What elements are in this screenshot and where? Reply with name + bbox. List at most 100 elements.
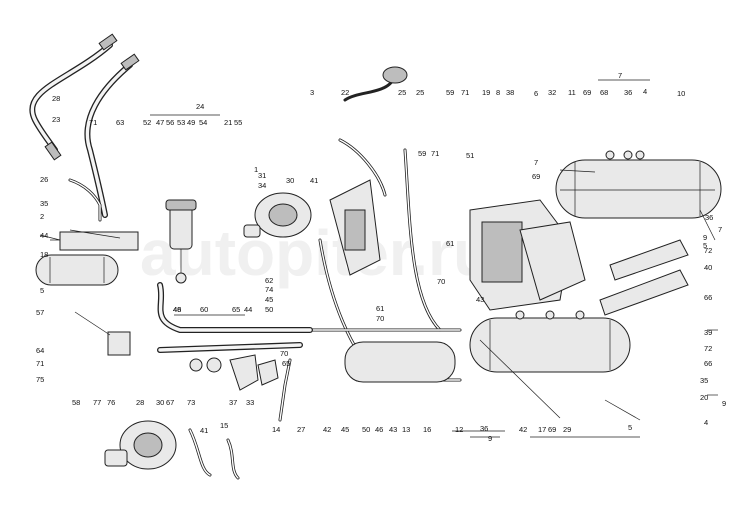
- callout-label: 38: [506, 88, 514, 97]
- callout-label: 11: [568, 88, 576, 97]
- callout-label: 15: [220, 421, 228, 430]
- callout-label: 10: [677, 89, 685, 98]
- callout-label: 26: [40, 175, 48, 184]
- callout-label: 59: [418, 149, 426, 158]
- callout-label: 50: [265, 305, 273, 314]
- callout-label: 41: [310, 176, 318, 185]
- callout-label: 2: [40, 212, 44, 221]
- callout-label: 48: [173, 305, 181, 314]
- callout-label: 22: [341, 88, 349, 97]
- callout-label: 64: [36, 346, 44, 355]
- callout-label: 45: [265, 295, 273, 304]
- callout-label: 54: [199, 118, 207, 127]
- callout-label: 28: [136, 398, 144, 407]
- callout-label: 7: [534, 158, 538, 167]
- callout-label: 7: [618, 71, 622, 80]
- callout-label: 6: [534, 89, 538, 98]
- callout-label: 69: [532, 172, 540, 181]
- callout-label: 33: [246, 398, 254, 407]
- callout-label: 29: [563, 425, 571, 434]
- callout-leader-lines: [69, 79, 718, 438]
- callout-label: 27: [297, 425, 305, 434]
- callout-label: 8: [496, 88, 500, 97]
- callout-label: 58: [72, 398, 80, 407]
- callout-label: 36: [480, 424, 488, 433]
- callout-label: 73: [187, 398, 195, 407]
- callout-label: 12: [455, 425, 463, 434]
- callout-label: 36: [624, 88, 632, 97]
- callout-label: 13: [402, 425, 410, 434]
- callout-label: 57: [36, 308, 44, 317]
- callout-label: 46: [173, 305, 181, 314]
- callout-label: 65: [232, 305, 240, 314]
- callout-label: 19: [482, 88, 490, 97]
- callout-label: 55: [234, 118, 242, 127]
- callout-label: 16: [423, 425, 431, 434]
- callout-label: 56: [166, 118, 174, 127]
- callout-label: 61: [446, 239, 454, 248]
- callout-label: 1: [254, 165, 258, 174]
- callout-label: 30: [286, 176, 294, 185]
- callout-label: 69: [548, 425, 556, 434]
- callout-label: 43: [389, 425, 397, 434]
- callout-label: 59: [446, 88, 454, 97]
- callout-label: 72: [704, 246, 712, 255]
- callout-label: 32: [548, 88, 556, 97]
- callout-label: 63: [116, 118, 124, 127]
- callout-label: 3: [310, 88, 314, 97]
- callout-label: 4: [704, 418, 708, 427]
- callout-label: 61: [376, 304, 384, 313]
- callout-label: 23: [52, 115, 60, 124]
- callout-label: 9: [488, 434, 492, 443]
- callout-label: 47: [156, 118, 164, 127]
- callout-label: 7: [718, 225, 722, 234]
- callout-label: 31: [258, 171, 266, 180]
- callout-label: 52: [143, 118, 151, 127]
- callout-label: 39: [704, 328, 712, 337]
- callout-label: 51: [466, 151, 474, 160]
- callout-label: 71: [461, 88, 469, 97]
- callout-label: 43: [476, 295, 484, 304]
- callout-label: 70: [280, 349, 288, 358]
- callout-label: 4: [643, 87, 647, 96]
- callout-label: 5: [628, 423, 632, 432]
- callout-label: 34: [258, 181, 266, 190]
- callout-label: 75: [36, 375, 44, 384]
- callout-label: 67: [166, 398, 174, 407]
- callout-label: 24: [196, 102, 204, 111]
- callout-label: 21: [224, 118, 232, 127]
- callout-label: 18: [40, 250, 48, 259]
- callout-label: 70: [376, 314, 384, 323]
- callout-label: 42: [323, 425, 331, 434]
- callout-label: 5: [703, 241, 707, 250]
- callout-label: 49: [187, 118, 195, 127]
- callout-label: 17: [538, 425, 546, 434]
- callout-label: 28: [52, 94, 60, 103]
- callout-label: 20: [700, 393, 708, 402]
- callout-label: 30: [156, 398, 164, 407]
- callout-label: 74: [265, 285, 273, 294]
- callout-label: 41: [200, 426, 208, 435]
- callout-label: 65: [282, 359, 290, 368]
- component-drawings: [29, 33, 722, 480]
- callout-label: 44: [40, 231, 48, 240]
- callout-label: 35: [700, 376, 708, 385]
- callout-label: 66: [704, 359, 712, 368]
- callout-label: 46: [375, 425, 383, 434]
- callout-label: 71: [89, 118, 97, 127]
- callout-label: 37: [229, 398, 237, 407]
- watermark: autopiter.ru: [140, 217, 492, 289]
- callout-label: 50: [362, 425, 370, 434]
- callout-label: 71: [431, 149, 439, 158]
- callout-label: 40: [704, 263, 712, 272]
- callout-label: 69: [583, 88, 591, 97]
- callout-label: 60: [200, 305, 208, 314]
- callout-label: 66: [704, 293, 712, 302]
- callout-label: 42: [519, 425, 527, 434]
- callout-label: 25: [416, 88, 424, 97]
- callout-label: 71: [36, 359, 44, 368]
- callout-label: 35: [40, 199, 48, 208]
- callout-label: 70: [437, 277, 445, 286]
